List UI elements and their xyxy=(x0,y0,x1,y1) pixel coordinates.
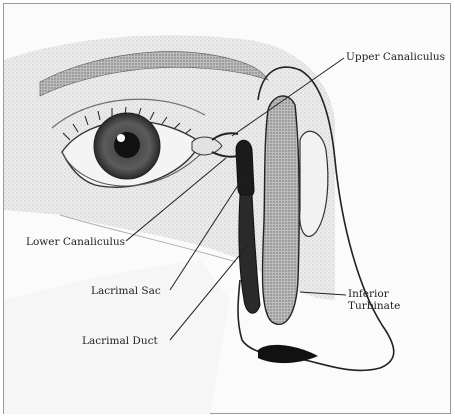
lacrimal-sac xyxy=(236,140,254,197)
label-lacrimal-sac: Lacrimal Sac xyxy=(91,285,161,297)
label-upper-canaliculus: Upper Canaliculus xyxy=(346,51,445,63)
label-inferior-turbinate-line1: Inferior xyxy=(348,288,400,300)
label-lacrimal-duct: Lacrimal Duct xyxy=(82,335,158,347)
inferior-turbinate xyxy=(262,96,299,324)
label-inferior-turbinate: Inferior Turbinate xyxy=(348,288,400,312)
label-inferior-turbinate-line2: Turbinate xyxy=(348,300,400,312)
label-lower-canaliculus: Lower Canaliculus xyxy=(26,236,125,248)
iris-highlight xyxy=(117,134,125,142)
